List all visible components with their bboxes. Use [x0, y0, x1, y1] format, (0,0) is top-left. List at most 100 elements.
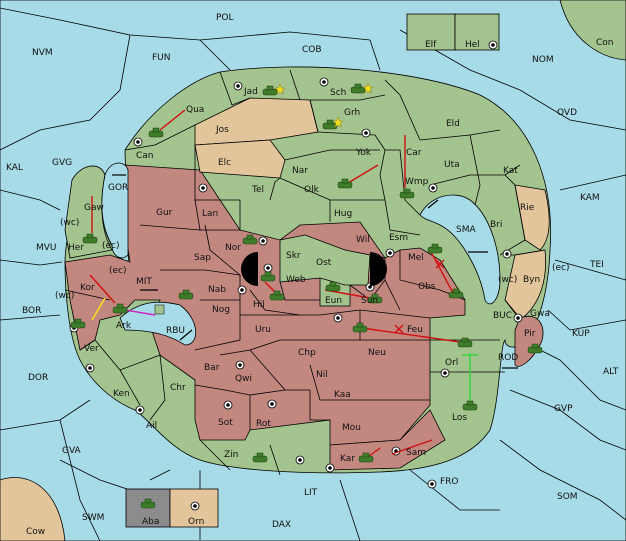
label-ec2: (ec) [109, 266, 127, 276]
label-rbu: RBU [166, 326, 185, 336]
province-pir[interactable] [514, 315, 544, 367]
label-yok: Yok [355, 148, 372, 158]
label-sot: Sot [218, 418, 233, 428]
unit-rbu-box [154, 304, 165, 315]
label-skr: Skr [286, 251, 301, 261]
label-dor: DOR [28, 373, 48, 383]
label-nog: Nog [212, 305, 230, 315]
label-orn: Orn [188, 517, 204, 527]
label-bor: BOR [22, 306, 41, 316]
label-sch: Sch [330, 88, 346, 98]
label-web: Web [286, 275, 306, 285]
star-icon [362, 82, 374, 94]
label-nab: Nab [208, 285, 226, 295]
label-zin: Zin [224, 450, 238, 460]
label-tel: Tel [251, 185, 264, 195]
label-chr: Chr [170, 383, 186, 393]
label-olk: Olk [304, 185, 320, 195]
label-buc: BUC [493, 311, 512, 321]
province-elc[interactable] [194, 139, 286, 179]
label-car: Car [406, 148, 422, 158]
label-mou: Mou [342, 423, 361, 433]
label-orl: Orl [445, 358, 458, 368]
label-ec1: (ec) [102, 241, 120, 251]
label-gaw: Gaw [84, 203, 104, 213]
label-kup: KUP [572, 329, 590, 339]
unit-ark [112, 303, 128, 314]
lake-gor[interactable] [101, 162, 129, 259]
label-kam: KAM [580, 193, 600, 203]
unit-obs [448, 288, 464, 299]
unit-mel [427, 243, 443, 254]
unit-sun [367, 293, 383, 304]
label-sap: Sap [194, 253, 211, 263]
label-jad: Jad [243, 87, 258, 97]
label-wmp: Wmp [405, 177, 429, 187]
province-elf[interactable] [406, 13, 456, 51]
label-chp: Chp [298, 348, 316, 358]
unit-eun [325, 281, 341, 292]
label-wc3: (wc) [498, 275, 517, 285]
black-marker-right [370, 252, 387, 286]
label-fro: FRO [440, 477, 459, 487]
label-sma: SMA [456, 225, 476, 235]
label-mvu: MVU [36, 243, 57, 253]
label-lan: Lan [202, 209, 218, 219]
province-ost[interactable] [279, 234, 371, 286]
unit-web [260, 271, 276, 282]
unit-nab [178, 289, 194, 300]
province-red-region[interactable] [64, 164, 466, 446]
lake-sma[interactable] [419, 194, 501, 305]
unit-jad [262, 85, 278, 96]
label-nor: Nor [225, 243, 241, 253]
label-jos: Jos [215, 125, 229, 135]
label-gva: GVA [62, 446, 82, 456]
label-can: Can [136, 151, 154, 161]
label-nom: NOM [532, 55, 554, 65]
label-rot: Rot [256, 419, 271, 429]
label-gor: GOR [108, 183, 128, 193]
label-cow: Cow [26, 527, 45, 537]
label-kor: Kor [80, 283, 95, 293]
label-gur: Gur [156, 208, 173, 218]
unit-wmp [399, 188, 415, 199]
unit-grh [322, 119, 338, 130]
label-ver: Ver [84, 344, 99, 354]
label-nvm: NVM [32, 48, 53, 58]
unit-los [462, 400, 478, 411]
label-rod: ROD [498, 353, 518, 363]
label-grh: Grh [344, 108, 360, 118]
star-markers [274, 82, 374, 128]
label-hug: Hug [334, 209, 352, 219]
label-dax: DAX [272, 520, 291, 530]
label-gvp: GVP [554, 404, 573, 414]
label-neu: Neu [368, 348, 386, 358]
label-bar: Bar [204, 363, 220, 373]
label-wc1: (wc) [60, 218, 79, 228]
label-qwi: Qwi [235, 374, 252, 384]
label-hil: Hil [253, 300, 265, 310]
label-nar: Nar [292, 166, 308, 176]
province-rie[interactable] [514, 184, 550, 251]
label-uru: Uru [255, 325, 271, 335]
label-obs: Obs [418, 282, 436, 292]
label-cob: COB [302, 45, 322, 55]
label-pir: Pir [524, 329, 536, 339]
label-mit: MIT [136, 277, 152, 287]
label-kar: Kar [340, 454, 355, 464]
label-ec3: (ec) [552, 263, 570, 273]
label-feu: Feu [407, 325, 423, 335]
label-ark: Ark [116, 321, 132, 331]
unit-can [148, 127, 164, 138]
label-kal: KAL [6, 163, 23, 173]
unit-sch [350, 83, 366, 94]
label-ail: Ail [146, 421, 157, 431]
unit-pir [527, 343, 543, 354]
province-labels: POL FUN COB NVM NOM Con Elf Hel OVD KAL … [6, 13, 619, 537]
label-lit: LIT [304, 488, 318, 498]
unit-ver [70, 318, 86, 329]
star-icon [274, 83, 286, 95]
label-eld: Eld [446, 119, 460, 129]
